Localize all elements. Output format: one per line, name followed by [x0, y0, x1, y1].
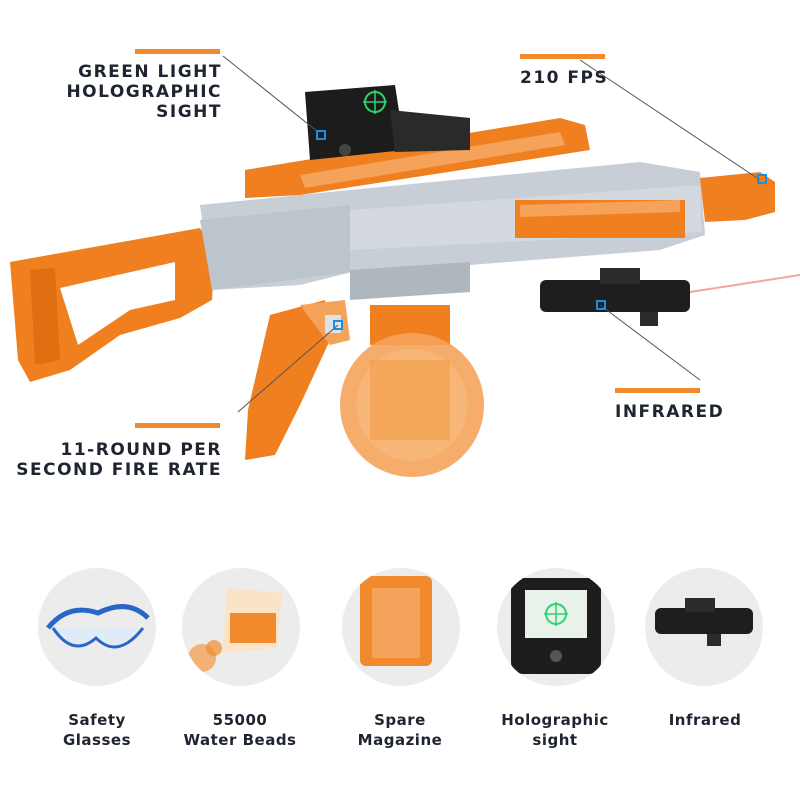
blaster-top-rail — [245, 118, 590, 198]
holographic-sight-image — [497, 568, 615, 686]
infrared-callout: INFRARED — [615, 402, 724, 422]
infrared-label-line1: Infrared — [668, 711, 742, 729]
fps-callout-line1: 210 FPS — [520, 68, 609, 88]
spare-magazine-label-line1: Spare — [374, 711, 426, 729]
infrared-callout-bar — [615, 388, 700, 393]
blaster-front — [515, 172, 775, 238]
infrared-callout-line1: INFRARED — [615, 402, 725, 422]
fire-rate-callout-line1: 11-ROUND PER — [60, 440, 222, 460]
leader-lines — [222, 55, 761, 413]
blaster-stock — [10, 228, 215, 382]
fire-rate-callout-line2: SECOND FIRE RATE — [16, 460, 222, 480]
sight-callout: GREEN LIGHT HOLOGRAPHIC SIGHT — [0, 62, 222, 122]
fire-rate-marker — [333, 320, 343, 330]
fire-rate-callout: 11-ROUND PER SECOND FIRE RATE — [0, 440, 222, 480]
safety-glasses-label-line1: Safety — [68, 711, 126, 729]
fps-marker — [757, 174, 767, 184]
fire-rate-callout-bar — [135, 423, 220, 428]
spare-magazine-label-line2: Magazine — [357, 731, 443, 749]
infrared-label: Infrared — [630, 710, 780, 730]
infrared-laser — [540, 268, 800, 326]
sight-callout-bar — [135, 49, 220, 54]
infrared-image — [645, 568, 763, 686]
drum-magazine — [340, 305, 484, 477]
holographic-sight — [305, 85, 470, 160]
sight-callout-line2: HOLOGRAPHIC SIGHT — [66, 82, 222, 122]
holographic-sight-label: Holographic sight — [480, 710, 630, 750]
sight-marker — [316, 130, 326, 140]
water-beads-image — [182, 568, 300, 686]
water-beads-label: 55000 Water Beads — [165, 710, 315, 750]
water-beads-label-line2: Water Beads — [183, 731, 297, 749]
holographic-sight-label-line1: Holographic — [501, 711, 609, 729]
fps-callout-bar — [520, 54, 605, 59]
safety-glasses-label: Safety Glasses — [22, 710, 172, 750]
spare-magazine-label: Spare Magazine — [325, 710, 475, 750]
water-beads-label-line1: 55000 — [212, 711, 268, 729]
spare-magazine-image — [342, 568, 460, 686]
fps-callout: 210 FPS — [520, 68, 608, 88]
holographic-sight-label-line2: sight — [532, 731, 578, 749]
safety-glasses-image — [38, 568, 156, 686]
safety-glasses-label-line2: Glasses — [62, 731, 132, 749]
infrared-marker — [596, 300, 606, 310]
sight-callout-line1: GREEN LIGHT — [78, 62, 222, 82]
